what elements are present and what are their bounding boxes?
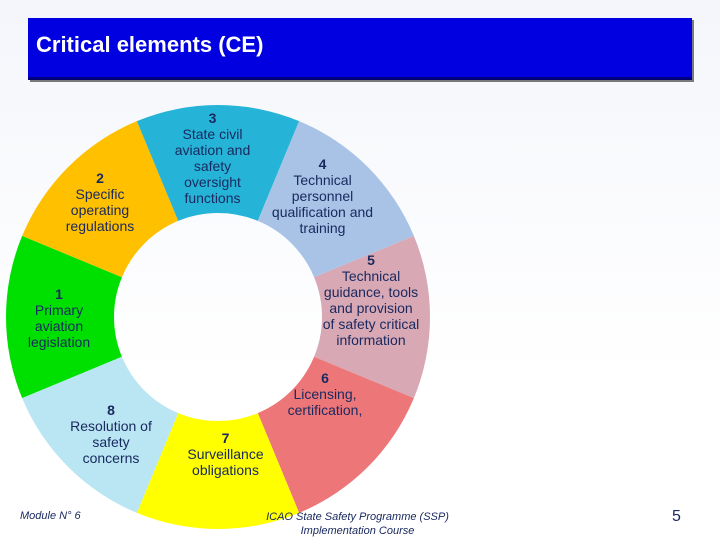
course-line-1: ICAO State Safety Programme (SSP)	[266, 511, 449, 523]
segment-label-8: 8 Resolution of safety concerns	[66, 402, 156, 466]
page-number: 5	[672, 508, 681, 525]
segment-number-8: 8	[107, 402, 115, 418]
segment-text-1: Primary aviation legislation	[27, 302, 91, 350]
module-label: Module N° 6	[20, 510, 81, 522]
donut-segment-2	[22, 121, 179, 278]
segment-label-6: 6 Licensing, certification,	[280, 370, 370, 418]
segment-text-3: State civil aviation and safety oversigh…	[174, 126, 251, 206]
segment-text-8: Resolution of safety concerns	[70, 418, 152, 466]
donut-segment-5	[314, 235, 430, 399]
segment-label-5: 5 Technical guidance, tools and provisio…	[322, 252, 420, 348]
segment-label-7: 7 Surveillance obligations	[178, 430, 273, 478]
donut-segment-1	[6, 235, 122, 399]
segment-label-4: 4 Technical personnel qualification and …	[270, 156, 375, 236]
segment-number-4: 4	[318, 156, 327, 172]
segment-text-2: Specific operating regulations	[65, 186, 135, 234]
segment-number-2: 2	[96, 170, 104, 186]
segment-text-5: Technical guidance, tools and provision …	[322, 268, 420, 348]
segment-label-1: 1 Primary aviation legislation	[14, 286, 104, 350]
course-line-2: Implementation Course	[300, 525, 415, 537]
donut-segment-7	[136, 413, 300, 529]
segment-text-6: Licensing, certification,	[287, 386, 363, 418]
course-footer: ICAO State Safety Programme (SSP) Implem…	[240, 510, 475, 538]
segment-label-2: 2 Specific operating regulations	[52, 170, 148, 234]
segment-number-6: 6	[321, 370, 329, 386]
segment-label-3: 3 State civil aviation and safety oversi…	[165, 110, 260, 206]
donut-segment-4	[257, 121, 414, 278]
segment-number-5: 5	[367, 252, 375, 268]
donut-segment-3	[136, 105, 300, 221]
segment-text-4: Technical personnel qualification and tr…	[271, 172, 374, 236]
page-title: Critical elements (CE)	[36, 32, 264, 57]
segment-number-1: 1	[55, 286, 63, 302]
segment-text-7: Surveillance obligations	[187, 446, 264, 478]
segment-number-7: 7	[221, 430, 230, 446]
donut-segment-6	[257, 356, 414, 513]
donut-segment-8	[22, 356, 179, 513]
title-bar: Critical elements (CE)	[28, 18, 692, 80]
segment-number-3: 3	[208, 110, 217, 126]
